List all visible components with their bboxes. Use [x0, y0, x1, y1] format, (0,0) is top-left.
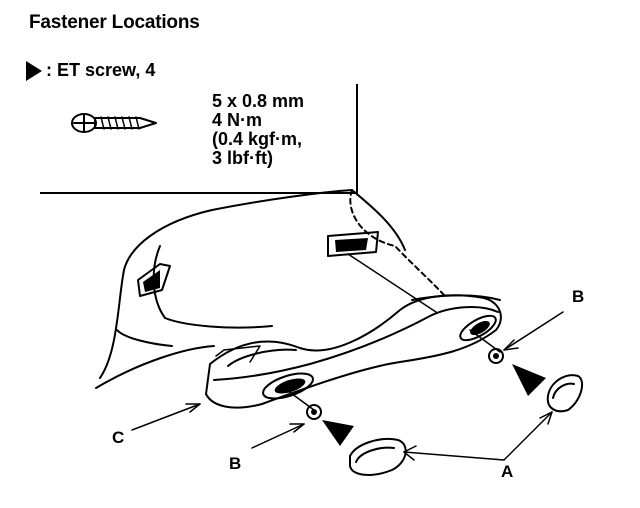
- roof-panel-outline: [95, 189, 446, 389]
- callout-a: A: [501, 462, 514, 481]
- spec-torque-lbf: 3 lbf·ft): [212, 148, 273, 168]
- et-screw-marker-icon: [512, 364, 546, 396]
- cover-a-right: [546, 374, 584, 413]
- spec-size: 5 x 0.8 mm: [212, 91, 305, 111]
- panel-mounting-holes: [137, 231, 379, 297]
- screw-spec: 5 x 0.8 mm 4 N·m (0.4 kgf·m, 3 lbf·ft): [212, 92, 304, 168]
- screw-legend: : ET screw, 4: [26, 60, 155, 81]
- spec-torque-kgf: (0.4 kgf·m,: [212, 129, 303, 149]
- triangle-marker-icon: [26, 60, 42, 81]
- cover-a-lower: [349, 438, 407, 476]
- callout-c: C: [112, 428, 125, 447]
- alignment-lines: [283, 253, 501, 411]
- leader-lines: [131, 311, 564, 461]
- grab-handle: [205, 294, 502, 409]
- screw-illustration-icon: [71, 113, 157, 133]
- legend-label: : ET screw, 4: [46, 60, 156, 80]
- screw-b-lower: [306, 404, 322, 420]
- screw-b-upper: [488, 348, 504, 364]
- et-screw-marker-icon: [322, 420, 354, 446]
- spec-torque-nm: 4 N·m: [212, 110, 263, 130]
- callout-b-upper: B: [572, 287, 585, 306]
- callout-b-lower: B: [229, 454, 242, 473]
- page-title: Fastener Locations: [29, 12, 200, 33]
- screw-spec-box: [40, 84, 358, 194]
